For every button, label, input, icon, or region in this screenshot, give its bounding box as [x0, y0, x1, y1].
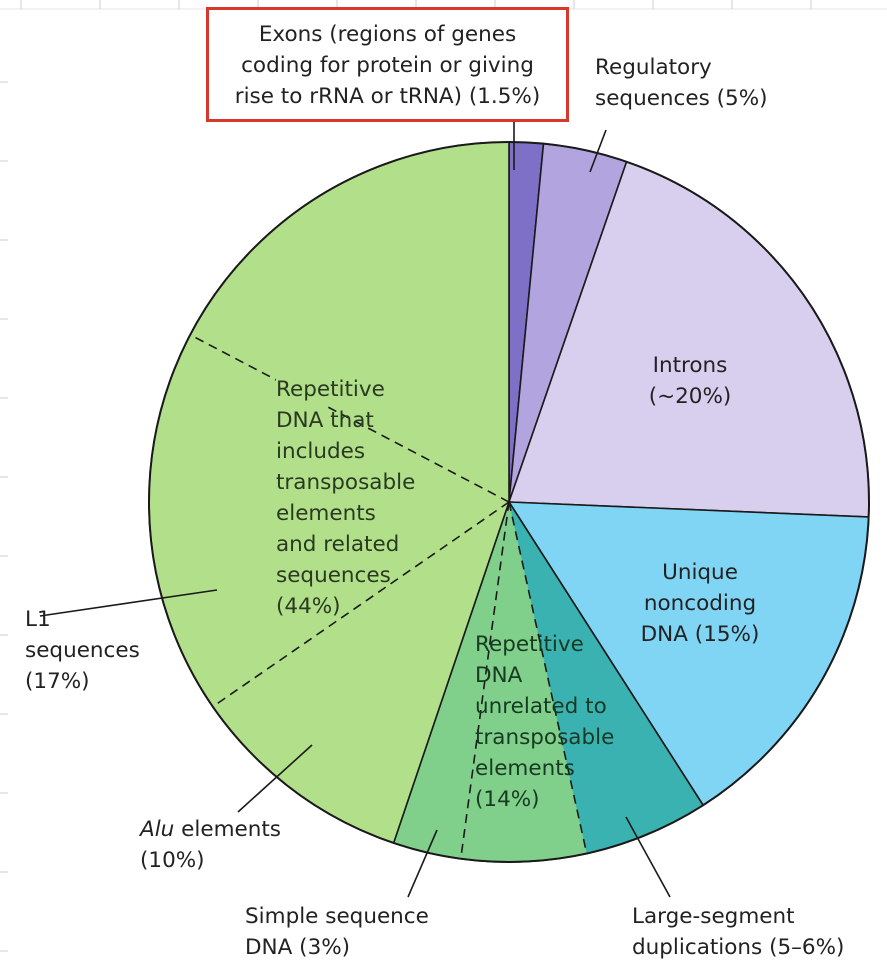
label-line: DNA (15%) — [640, 622, 760, 647]
label-line: (10%) — [140, 848, 205, 873]
label-line: Simple sequence — [245, 904, 429, 929]
label-line: transposable — [475, 725, 615, 750]
exons-label: Exons (regions of genes coding for prote… — [209, 10, 566, 112]
label-line: elements — [475, 756, 575, 781]
label-line: Introns — [652, 353, 728, 378]
slice-large-segment — [509, 502, 704, 854]
exons-callout-box: Exons (regions of genes coding for prote… — [206, 7, 569, 122]
label-line: DNA that — [276, 408, 374, 433]
large-segment-label: Large-segment duplications (5–6%) — [632, 901, 844, 963]
regulatory-label: Regulatory sequences (5%) — [595, 52, 768, 114]
large-segment-leader — [625, 816, 671, 898]
label-line: Exons (regions of genes — [258, 22, 517, 47]
l1-leader — [39, 589, 218, 617]
pie-outline — [148, 141, 870, 863]
label-line: DNA (3%) — [245, 935, 351, 960]
label-line: elements — [276, 501, 376, 526]
label-line: rise to rRNA or tRNA) (1.5%) — [234, 84, 541, 109]
label-line: (17%) — [25, 669, 90, 694]
label-line: coding for protein or giving — [241, 53, 534, 78]
label-line: sequences — [276, 563, 391, 588]
label-line: (44%) — [276, 594, 341, 619]
label-line: noncoding — [643, 591, 757, 616]
label-line: transposable — [276, 470, 416, 495]
label-line: sequences — [25, 638, 140, 663]
alu-italic: Alu — [140, 817, 175, 842]
label-line: Repetitive — [276, 374, 385, 405]
simple-sequence-leader — [407, 829, 438, 898]
unique-label: Unique noncoding DNA (15%) — [620, 557, 780, 650]
label-line: L1 — [25, 607, 51, 632]
divider-simple-sequence — [459, 501, 510, 859]
label-line: includes — [276, 439, 366, 464]
alu-label: Alu elements (10%) — [140, 814, 281, 876]
simple-sequence-label: Simple sequence DNA (3%) — [245, 901, 429, 963]
regulatory-leader — [589, 129, 607, 173]
label-text: elements — [174, 817, 282, 842]
repetitive-unrelated-label: Repetitive DNA unrelated to transposable… — [475, 629, 614, 815]
label-line: unrelated to — [475, 694, 607, 719]
divider-unique — [508, 501, 704, 806]
divider-alu-l1 — [212, 501, 510, 708]
label-line: (~20%) — [648, 384, 732, 409]
label-line: and related — [276, 532, 400, 557]
l1-label: L1 sequences (17%) — [25, 604, 140, 697]
label-line: Large-segment — [632, 904, 795, 929]
repetitive-transposable-label: Repetitive DNA that includes transposabl… — [276, 374, 415, 622]
label-line: DNA — [475, 663, 523, 688]
label-line: Alu elements — [140, 814, 281, 845]
alu-leader — [237, 744, 313, 813]
label-line: duplications (5–6%) — [632, 935, 845, 960]
label-line: Repetitive — [475, 632, 584, 657]
label-line: Unique — [662, 560, 738, 585]
label-line: sequences (5%) — [595, 86, 768, 111]
label-line: (14%) — [475, 787, 540, 812]
label-line: Regulatory — [595, 55, 712, 80]
divider-large-segment — [508, 501, 588, 854]
introns-label: Introns (~20%) — [620, 350, 760, 412]
